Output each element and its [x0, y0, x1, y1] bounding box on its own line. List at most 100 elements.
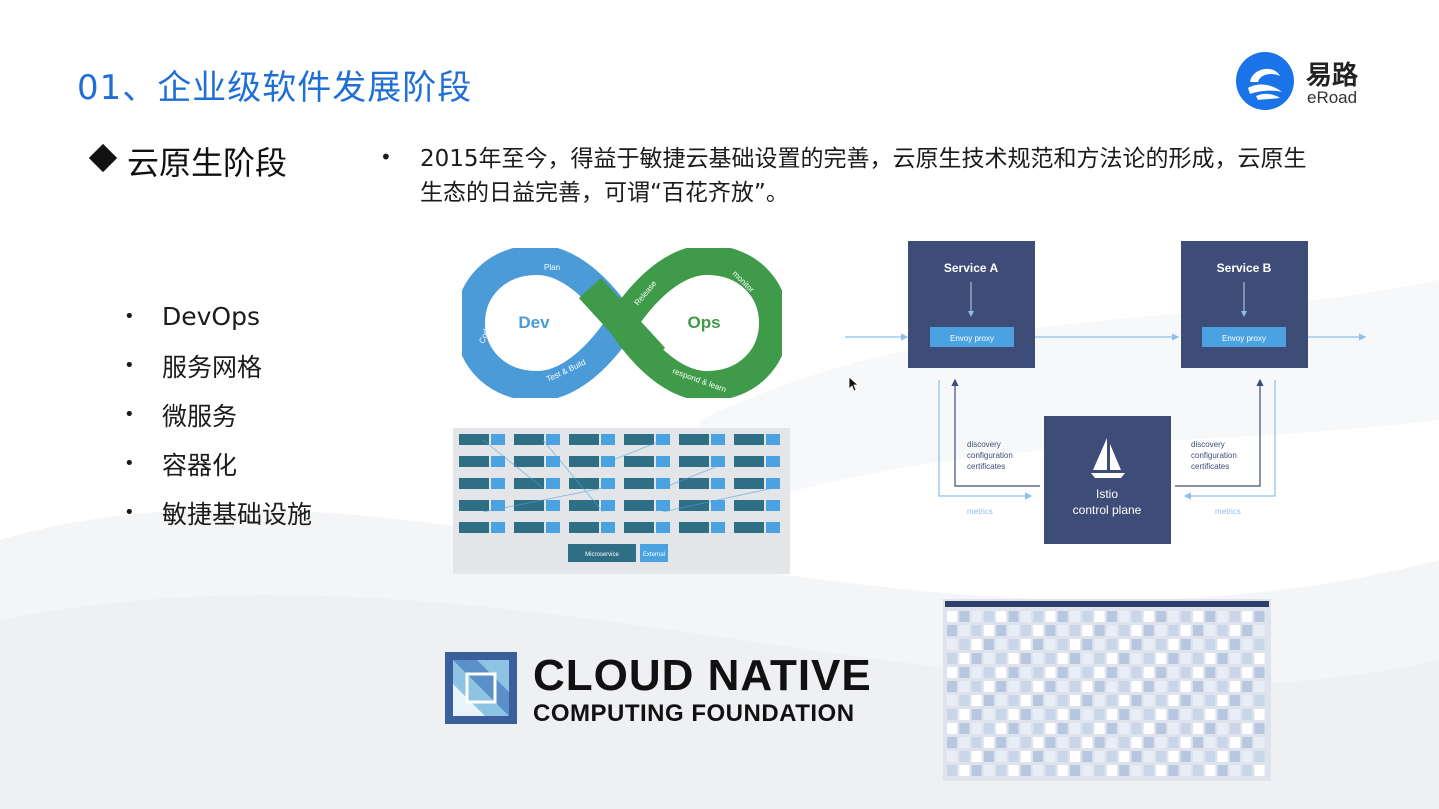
landscape-tile — [1156, 681, 1167, 692]
microservice-cell — [459, 500, 489, 511]
landscape-tile — [1020, 611, 1031, 622]
landscape-tile — [1045, 737, 1056, 748]
landscape-tile — [1131, 667, 1142, 678]
landscape-tile — [1008, 639, 1019, 650]
landscape-tile — [1106, 751, 1117, 762]
microservice-cell — [569, 500, 599, 511]
list-item-label: 敏捷基础设施 — [162, 499, 313, 529]
microservice-cell — [624, 500, 654, 511]
description-paragraph: • 2015年至今，得益于敏捷云基础设置的完善，云原生技术规范和方法论的形成，云… — [380, 142, 1328, 210]
landscape-tile — [996, 723, 1007, 734]
microservice-cell — [624, 522, 654, 533]
landscape-tile — [1156, 625, 1167, 636]
landscape-tile — [1094, 737, 1105, 748]
bullet-icon: • — [124, 404, 135, 425]
landscape-tile — [983, 625, 994, 636]
external-cell — [766, 456, 780, 467]
devops-dev-label: Dev — [518, 313, 550, 332]
microservice-cell — [514, 434, 544, 445]
landscape-tile — [1156, 765, 1167, 776]
landscape-tile — [1045, 681, 1056, 692]
right-discovery-label: discovery — [1191, 440, 1225, 449]
landscape-tile — [1094, 667, 1105, 678]
landscape-tile — [1119, 751, 1130, 762]
landscape-tile — [1205, 639, 1216, 650]
landscape-tile — [1254, 737, 1265, 748]
diamond-bullet-icon — [88, 143, 118, 173]
landscape-tile — [959, 737, 970, 748]
landscape-tile — [1180, 751, 1191, 762]
landscape-tile — [1254, 611, 1265, 622]
landscape-tile — [1033, 625, 1044, 636]
landscape-tile — [1119, 667, 1130, 678]
right-metrics-label: metrics — [1215, 507, 1241, 516]
landscape-tile — [1106, 681, 1117, 692]
external-cell — [491, 434, 505, 445]
landscape-tile — [1045, 751, 1056, 762]
landscape-tile — [1254, 765, 1265, 776]
microservice-cell — [459, 478, 489, 489]
landscape-tile — [959, 681, 970, 692]
external-cell — [656, 456, 670, 467]
landscape-tile — [1070, 751, 1080, 762]
external-cell — [546, 478, 560, 489]
landscape-tile — [1143, 751, 1154, 762]
list-item-label: DevOps — [162, 302, 260, 331]
left-configuration-label: configuration — [967, 451, 1013, 460]
landscape-tile — [1082, 709, 1093, 720]
landscape-tile — [1033, 653, 1044, 664]
landscape-tile — [1045, 625, 1056, 636]
landscape-tile — [1254, 695, 1265, 706]
microservice-cell — [514, 478, 544, 489]
landscape-tile — [1242, 765, 1253, 776]
landscape-tile — [996, 625, 1007, 636]
landscape-tile — [1229, 667, 1240, 678]
landscape-tile — [996, 681, 1007, 692]
landscape-tile — [1033, 667, 1044, 678]
landscape-tile — [1156, 667, 1167, 678]
landscape-tile — [959, 625, 970, 636]
landscape-tile — [1070, 695, 1080, 706]
landscape-tile — [1094, 653, 1105, 664]
external-cell — [711, 500, 725, 511]
landscape-tile — [1020, 639, 1031, 650]
list-item: •容器化 — [120, 439, 312, 488]
external-cell — [491, 456, 505, 467]
landscape-tile — [1205, 751, 1216, 762]
landscape-tile — [1057, 737, 1068, 748]
microservice-cell — [679, 434, 709, 445]
landscape-tile — [1070, 737, 1080, 748]
landscape-tile — [1180, 723, 1191, 734]
landscape-tile — [983, 639, 994, 650]
landscape-tile — [1156, 653, 1167, 664]
landscape-tile — [1156, 737, 1167, 748]
landscape-tile — [1168, 625, 1179, 636]
landscape-tile — [1082, 611, 1093, 622]
devops-infinity-diagram: Dev Ops Plan Code Test & Build Release m… — [462, 248, 782, 398]
landscape-tile — [1119, 737, 1130, 748]
landscape-tile — [1143, 709, 1154, 720]
external-cell — [766, 434, 780, 445]
landscape-tile — [1168, 765, 1179, 776]
external-cell — [601, 500, 615, 511]
landscape-tile — [1168, 639, 1179, 650]
microservice-grid-diagram: Microservice External — [453, 428, 790, 574]
landscape-tile — [1045, 695, 1056, 706]
landscape-tile — [1070, 765, 1080, 776]
list-item-label: 服务网格 — [162, 352, 263, 382]
landscape-tile — [1205, 611, 1216, 622]
external-cell — [546, 522, 560, 533]
landscape-tile — [1193, 681, 1203, 692]
landscape-tile — [1254, 681, 1265, 692]
landscape-tile — [1254, 709, 1265, 720]
landscape-tile — [1156, 723, 1167, 734]
landscape-tile — [1168, 695, 1179, 706]
landscape-tile — [1131, 751, 1142, 762]
landscape-tile — [1217, 695, 1228, 706]
landscape-tile — [959, 667, 970, 678]
landscape-tile — [1143, 639, 1154, 650]
external-cell — [656, 434, 670, 445]
landscape-tile — [947, 681, 957, 692]
landscape-tile — [1020, 709, 1031, 720]
landscape-tile — [1217, 667, 1228, 678]
